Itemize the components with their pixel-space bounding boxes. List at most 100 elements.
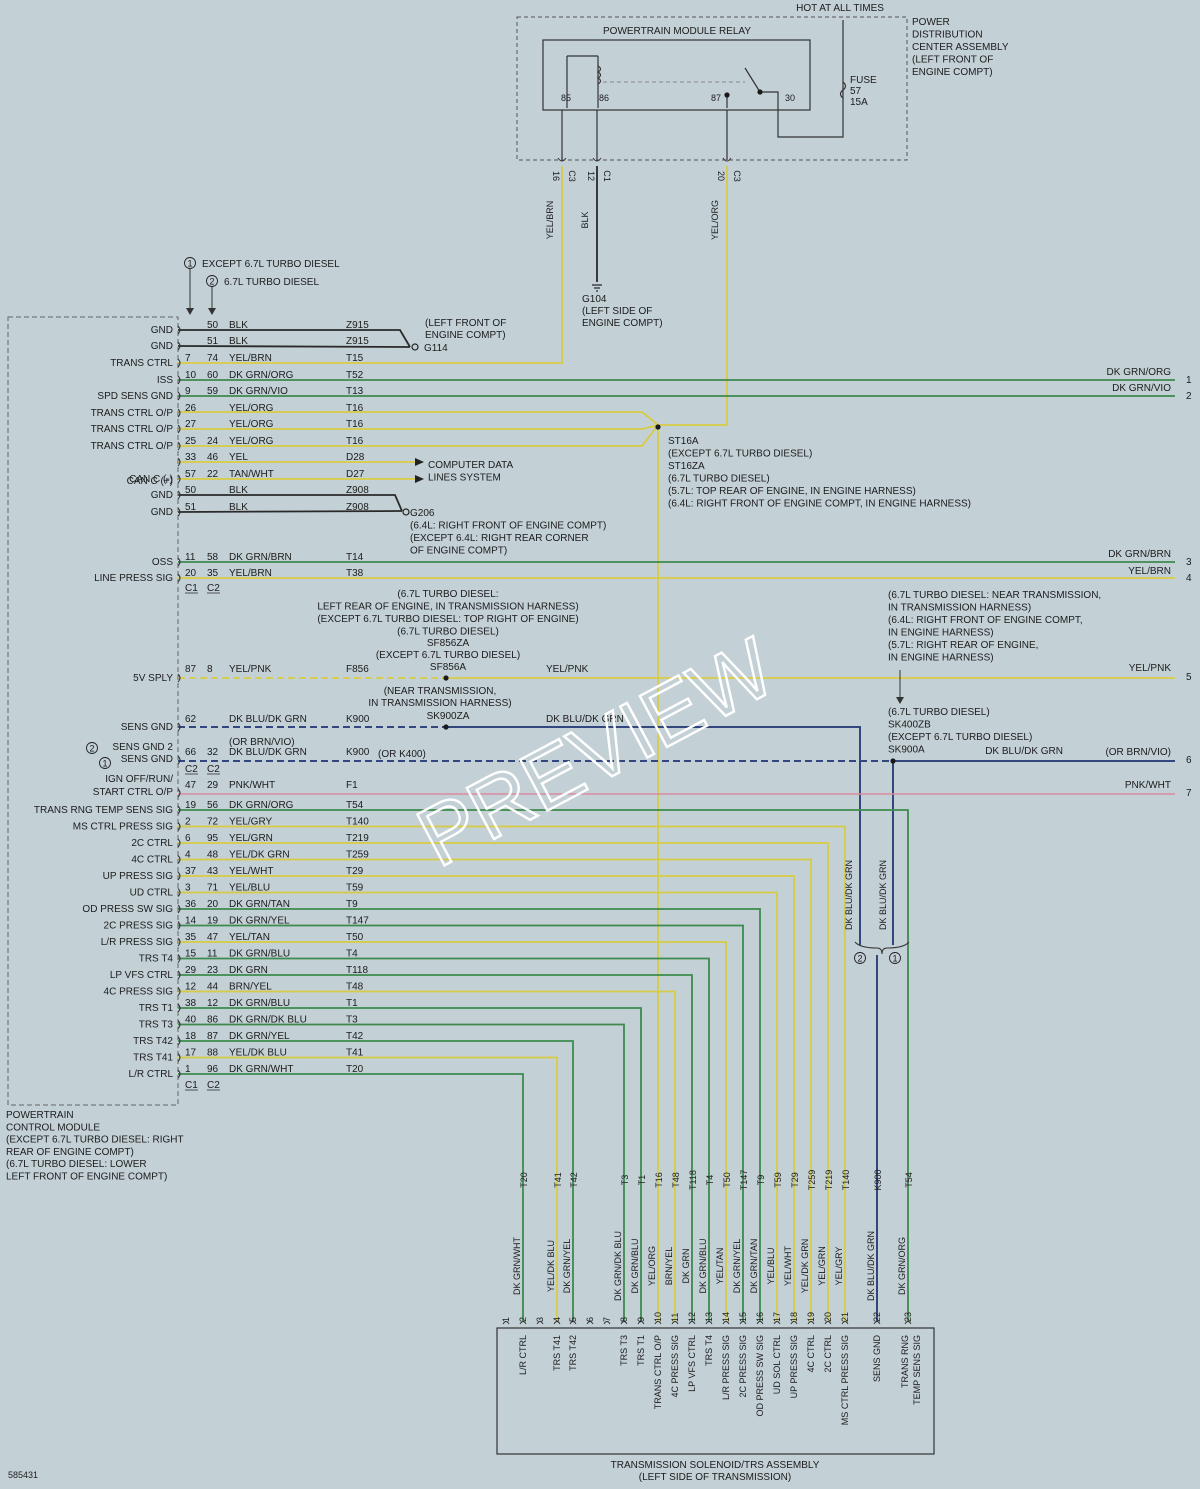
conn-c2: C2	[207, 1080, 220, 1091]
conn-c1: C1	[185, 583, 198, 594]
pcm-row-pin1: 17	[185, 1048, 197, 1059]
right-wire-label: YEL/PNK	[1129, 663, 1172, 674]
computer-data-label: COMPUTER DATA	[428, 460, 514, 471]
pcm-row-name: UD CTRL	[130, 888, 174, 899]
pcm-row-color: YEL/BRN	[229, 568, 272, 579]
pcm-row-color: YEL	[229, 452, 248, 463]
trs-circuit: T42	[569, 1172, 579, 1188]
connector-mark	[637, 1321, 645, 1325]
connector-mark	[603, 1321, 611, 1325]
legend-text: 6.7L TURBO DIESEL	[224, 277, 319, 288]
trs-func: OD PRESS SW SIG	[755, 1335, 765, 1417]
right-ref: 2	[1186, 391, 1192, 402]
pcm-row-name: TRANS CTRL O/P	[91, 441, 174, 452]
pcm-row-color: YEL/PNK	[229, 664, 272, 675]
trs-color: YEL/WHT	[783, 1246, 793, 1287]
switch-lead	[760, 91, 779, 108]
pcm-row-color: YEL/DK BLU	[229, 1048, 287, 1059]
pin-mark	[177, 937, 181, 947]
pcm-row-circuit: T3	[346, 1015, 358, 1026]
pin-mark	[177, 921, 181, 930]
pin-mark	[177, 474, 181, 484]
trs-func: TRS T1	[636, 1335, 646, 1366]
trs-circuit: T1	[637, 1175, 647, 1186]
wire-blk-z915	[177, 345, 411, 348]
g206-label: OF ENGINE COMPT)	[410, 546, 507, 557]
pcm-row-name: OD PRESS SW SIG	[82, 904, 173, 915]
pin-mark	[177, 722, 181, 732]
trs-circuit: T59	[773, 1172, 783, 1188]
pcm-row-color: DK BLU/DK GRN	[229, 714, 307, 725]
trs-color: DK GRN/BLU	[630, 1238, 640, 1293]
pin-mark	[177, 1036, 181, 1046]
trs-func: MS CTRL PRESS SIG	[840, 1335, 850, 1425]
relay-coil	[596, 65, 602, 85]
connector-id: C1	[602, 170, 612, 182]
sf856-label: LEFT REAR OF ENGINE, IN TRANSMISSION HAR…	[317, 602, 578, 613]
legend-num-circle	[206, 275, 218, 287]
pcm-row-color: YEL/ORG	[229, 419, 274, 430]
trs-pin: 5	[568, 1317, 578, 1322]
pcm-row-pin1: 10	[185, 370, 197, 381]
sf856-label: (EXCEPT 6.7L TURBO DIESEL)	[376, 650, 520, 661]
g104-label: G104	[582, 294, 607, 305]
trs-func: TRS T42	[568, 1335, 578, 1371]
pcm-row-circuit: F1	[346, 780, 358, 791]
pin-mark	[177, 1069, 181, 1079]
fuse-wire	[777, 20, 844, 138]
pcm-row-circuit: T13	[346, 386, 364, 397]
pin-mark	[177, 441, 181, 451]
pin-mark	[177, 1020, 181, 1029]
pcm-row-circuit: T140	[346, 817, 369, 828]
pcm-row-color: DK GRN	[229, 965, 268, 976]
sf856-label: SF856A	[430, 662, 466, 673]
doc-id: 585431	[8, 1470, 38, 1480]
pcm-row-name: 4C CTRL	[131, 855, 173, 866]
legend-num: 2	[209, 276, 214, 286]
sk900-label: IN TRANSMISSION HARNESS)	[368, 698, 511, 709]
arrow-head	[186, 308, 194, 315]
connector-pin: 12	[586, 171, 596, 181]
pcm-row-color: PNK/WHT	[229, 780, 275, 791]
right-wire-label: (OR BRN/VIO)	[1105, 747, 1171, 758]
sf856-label: (EXCEPT 6.7L TURBO DIESEL: TOP RIGHT OF …	[317, 614, 578, 625]
arrow-head	[208, 308, 216, 315]
st16-label: ST16A	[668, 436, 699, 447]
wire-yel-org	[178, 424, 659, 430]
sk900-splice	[443, 724, 449, 730]
pcm-row-circuit: K900	[346, 714, 370, 725]
sk400-location: IN TRANSMISSION HARNESS)	[888, 603, 1031, 614]
pcm-row-pin1: 50	[185, 485, 197, 496]
trs-pin: 22	[872, 1312, 882, 1322]
pin-mark	[177, 325, 181, 335]
conn-c2: C2	[207, 764, 220, 775]
g104-label: ENGINE COMPT)	[582, 318, 663, 329]
trs-color: DK GRN/ORG	[897, 1237, 907, 1295]
mid-wire-label: DK BLU/DK GRN	[985, 746, 1063, 757]
pcm-row-pin1: 57	[185, 469, 197, 480]
pcm-row-pin1: 4	[185, 850, 191, 861]
st16-label: (5.7L: TOP REAR OF ENGINE, IN ENGINE HAR…	[668, 486, 916, 497]
pcm-row-name: GND	[151, 325, 173, 336]
st16-label: (EXCEPT 6.7L TURBO DIESEL)	[668, 449, 812, 460]
trs-circuit: T147	[739, 1170, 749, 1191]
pcm-row-pin1: 3	[185, 883, 191, 894]
trs-assembly-box	[496, 1327, 935, 1455]
pcm-row-color: TAN/WHT	[229, 469, 274, 480]
sk400-splice	[890, 758, 896, 764]
pcm-row-name: SENS GND	[121, 754, 173, 765]
pcm-row-pin1: 29	[185, 965, 197, 976]
trs-color: DK GRN/DK BLU	[613, 1231, 623, 1301]
pcm-row-circuit: T54	[346, 800, 364, 811]
pcm-row-name: 2C CTRL	[131, 838, 173, 849]
sk400-label: (6.7L TURBO DIESEL)	[888, 707, 990, 718]
pcm-row-pin2: 95	[207, 833, 219, 844]
connector-id: C3	[732, 170, 742, 182]
trs-func: L/R CTRL	[518, 1335, 528, 1375]
pcm-row-color: YEL/ORG	[229, 436, 274, 447]
wire-T4	[178, 957, 710, 1322]
trs-pin: 10	[653, 1312, 663, 1322]
right-ref: 7	[1186, 788, 1192, 799]
pin-mark	[177, 375, 181, 385]
